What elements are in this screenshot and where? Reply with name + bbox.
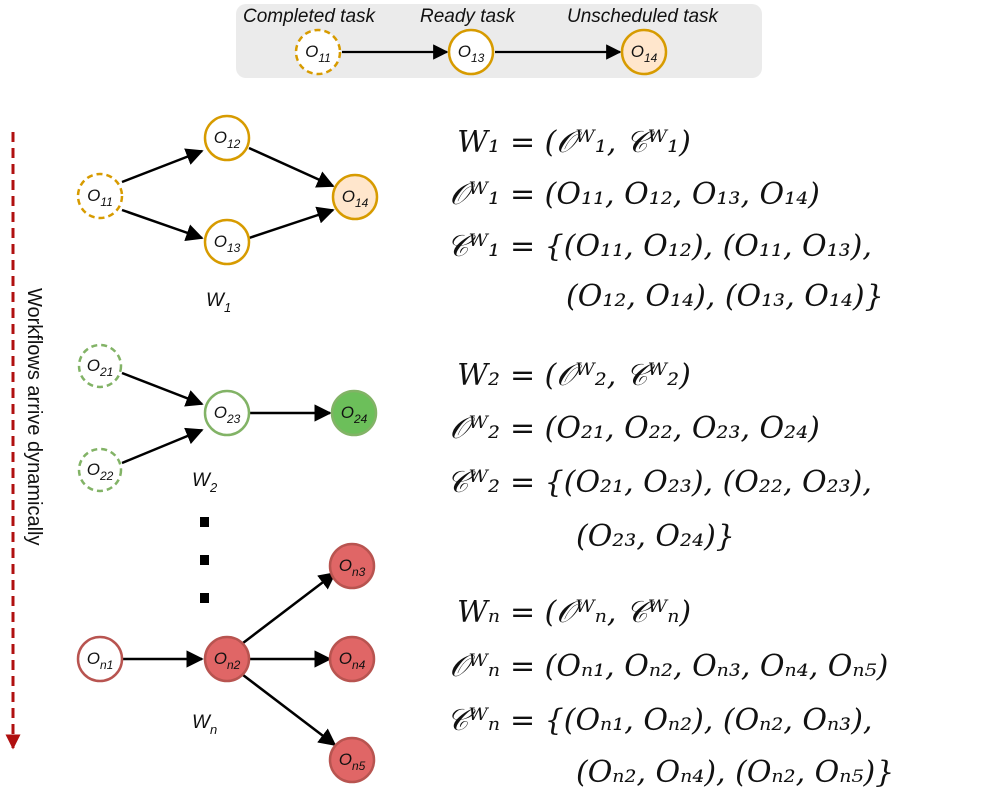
legend-ready-node: O13 bbox=[447, 28, 495, 76]
svg-text:O22: O22 bbox=[87, 460, 114, 483]
workflow-1-equations: W₁ = (𝒪ᵂ₁, 𝒞ᵂ₁) 𝒪ᵂ₁ = (O₁₁, O₁₂, O₁₃, O₁… bbox=[447, 125, 884, 314]
workflow-2-equations: W₂ = (𝒪ᵂ₂, 𝒞ᵂ₂) 𝒪ᵂ₂ = (O₂₁, O₂₂, O₂₃, O₂… bbox=[447, 358, 872, 554]
node-O14: O14 bbox=[331, 173, 379, 221]
svg-text:O13: O13 bbox=[458, 42, 485, 65]
svg-text:O23: O23 bbox=[214, 403, 241, 426]
eq-w1-rhs: = (𝒪ᵂ₁, 𝒞ᵂ₁) bbox=[510, 125, 691, 160]
eq-c2-lhs: 𝒞ᵂ₂ bbox=[447, 465, 500, 500]
eq-wn-lhs: Wₙ bbox=[457, 595, 500, 630]
svg-text:O11: O11 bbox=[305, 42, 331, 65]
eq-o1-lhs: 𝒪ᵂ₁ bbox=[450, 177, 500, 212]
svg-text:On1: On1 bbox=[87, 649, 114, 672]
legend-completed-node: O11 bbox=[294, 28, 342, 76]
svg-text:On3: On3 bbox=[339, 556, 366, 579]
eq-w1-lhs: W₁ bbox=[457, 125, 500, 160]
svg-text:O14: O14 bbox=[342, 187, 369, 210]
eq-o1-rhs: = (O₁₁, O₁₂, O₁₃, O₁₄) bbox=[510, 177, 820, 212]
svg-text:On4: On4 bbox=[339, 649, 366, 672]
node-O12: O12 bbox=[203, 114, 251, 162]
svg-text:On2: On2 bbox=[214, 649, 241, 672]
node-O21: O21 bbox=[77, 343, 123, 389]
eq-c2-rhs: = {(O₂₁, O₂₃), (O₂₂, O₂₃), bbox=[510, 465, 872, 500]
legend-unscheduled-node: O14 bbox=[620, 28, 668, 76]
eq-c2-cont: (O₂₃, O₂₄)} bbox=[576, 519, 735, 554]
eq-c1-lhs: 𝒞ᵂ₁ bbox=[447, 229, 500, 264]
eq-cn-cont: (Oₙ₂, Oₙ₄), (Oₙ₂, Oₙ₅)} bbox=[576, 755, 894, 790]
eq-on-rhs: = (Oₙ₁, Oₙ₂, Oₙ₃, Oₙ₄, Oₙ₅) bbox=[510, 649, 888, 684]
node-O11: O11 bbox=[76, 172, 124, 220]
svg-text:O14: O14 bbox=[631, 42, 658, 65]
eq-c1-cont: (O₁₂, O₁₄), (O₁₃, O₁₄)} bbox=[566, 279, 884, 314]
arrival-label: Workflows arrive dynamically bbox=[23, 288, 45, 545]
eq-cn-rhs: = {(Oₙ₁, Oₙ₂), (Oₙ₂, Oₙ₃), bbox=[510, 703, 872, 738]
eq-o2-lhs: 𝒪ᵂ₂ bbox=[450, 411, 500, 446]
legend: Completed task Ready task Unscheduled ta… bbox=[236, 4, 762, 78]
eq-w2-rhs: = (𝒪ᵂ₂, 𝒞ᵂ₂) bbox=[510, 358, 691, 393]
eq-w2-lhs: W₂ bbox=[457, 358, 500, 393]
svg-text:O13: O13 bbox=[214, 232, 241, 255]
workflow-n-label: Wn bbox=[192, 712, 217, 737]
node-O24: O24 bbox=[330, 389, 378, 437]
node-O22: O22 bbox=[77, 447, 123, 493]
workflow-2-label: W2 bbox=[192, 470, 218, 495]
arrival-arrow: Workflows arrive dynamically bbox=[5, 132, 45, 750]
svg-text:O24: O24 bbox=[341, 403, 368, 426]
workflow-1-graph: O11 O12 O13 O14 W1 bbox=[76, 114, 379, 315]
eq-cn-lhs: 𝒞ᵂₙ bbox=[447, 703, 500, 738]
node-O13: O13 bbox=[203, 218, 251, 266]
eq-wn-rhs: = (𝒪ᵂₙ, 𝒞ᵂₙ) bbox=[510, 595, 691, 630]
svg-text:O11: O11 bbox=[87, 186, 113, 209]
eq-on-lhs: 𝒪ᵂₙ bbox=[450, 649, 500, 684]
eq-o2-rhs: = (O₂₁, O₂₂, O₂₃, O₂₄) bbox=[510, 411, 820, 446]
workflow-n-graph: On1 On2 On3 On4 On5 Wn bbox=[76, 542, 376, 784]
workflow-2-graph: O21 O22 O23 O24 W2 bbox=[77, 343, 378, 495]
legend-unscheduled-label: Unscheduled task bbox=[567, 6, 720, 27]
node-On5: On5 bbox=[328, 736, 376, 784]
svg-text:O12: O12 bbox=[214, 128, 241, 151]
workflow-n-equations: Wₙ = (𝒪ᵂₙ, 𝒞ᵂₙ) 𝒪ᵂₙ = (Oₙ₁, Oₙ₂, Oₙ₃, Oₙ… bbox=[447, 595, 895, 790]
ellipsis-dots bbox=[200, 517, 209, 603]
node-O23: O23 bbox=[203, 389, 251, 437]
legend-ready-label: Ready task bbox=[420, 6, 517, 27]
eq-c1-rhs: = {(O₁₁, O₁₂), (O₁₁, O₁₃), bbox=[510, 229, 872, 264]
node-On2: On2 bbox=[203, 635, 251, 683]
workflow-1-label: W1 bbox=[206, 290, 231, 315]
svg-text:On5: On5 bbox=[339, 750, 366, 773]
node-On3: On3 bbox=[328, 542, 376, 590]
node-On1: On1 bbox=[76, 635, 124, 683]
svg-text:O21: O21 bbox=[87, 356, 114, 379]
node-On4: On4 bbox=[328, 635, 376, 683]
legend-completed-label: Completed task bbox=[243, 6, 377, 27]
